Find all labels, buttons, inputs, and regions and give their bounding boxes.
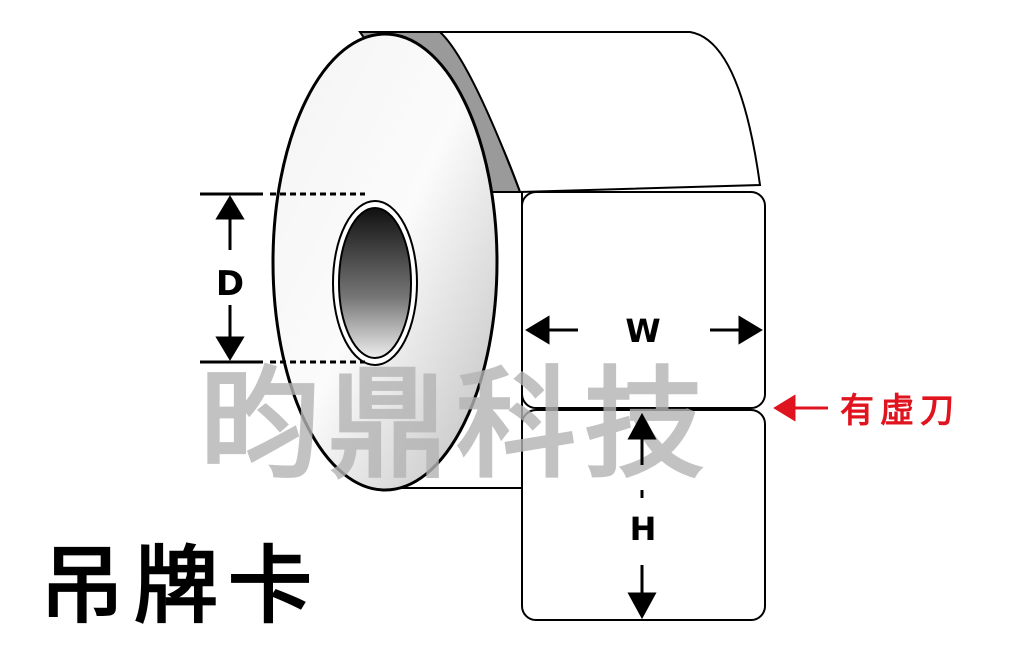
arrow-left-icon — [773, 394, 828, 422]
roll-body — [271, 31, 762, 492]
height-dimension — [627, 412, 657, 620]
label-top — [521, 191, 766, 409]
watermark: 昀鼎科技 — [200, 356, 712, 495]
core-hole — [338, 207, 412, 359]
width-dimension — [525, 315, 763, 345]
label-bottom — [521, 409, 766, 621]
die-cut-note: 有虛刀 — [840, 391, 960, 431]
dim-w-label: W — [625, 312, 660, 350]
diameter-dimension — [200, 192, 365, 364]
dim-d-label: D — [216, 264, 244, 304]
product-name: 吊牌卡 — [40, 537, 322, 635]
dim-h-label: H — [630, 510, 657, 548]
